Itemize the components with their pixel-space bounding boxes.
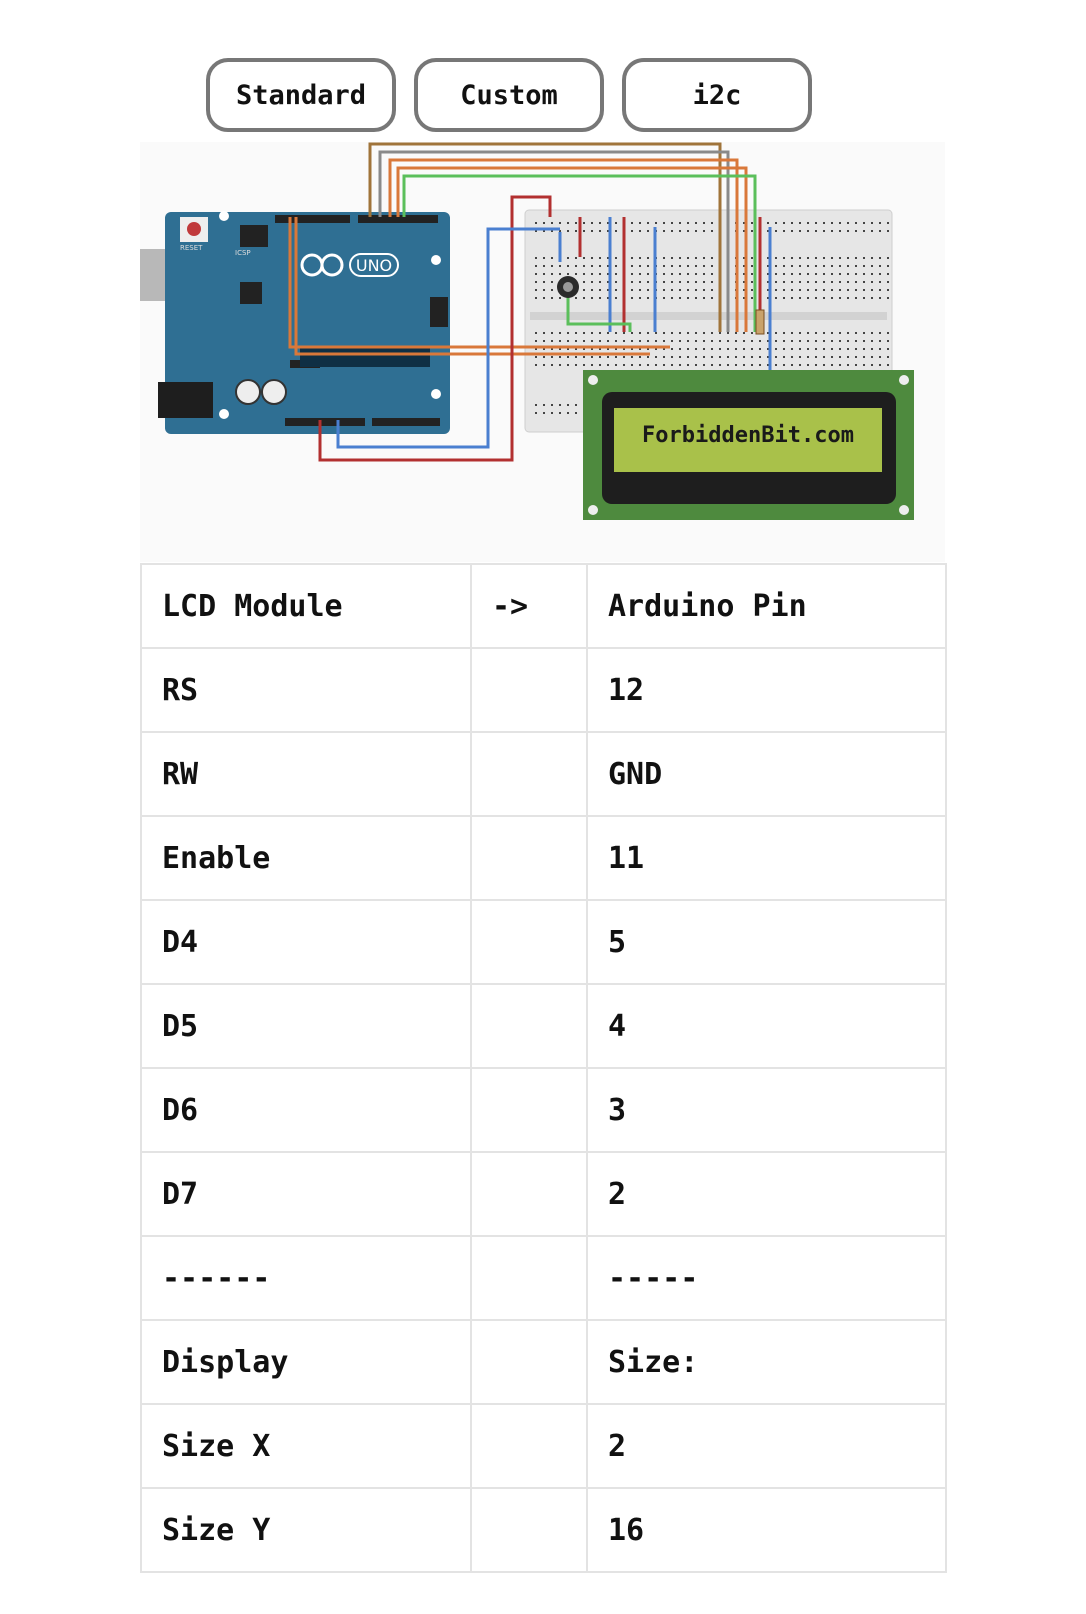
table-cell: 3 xyxy=(586,1067,947,1153)
table-cell: 2 xyxy=(586,1151,947,1237)
lcd-module: ForbiddenBit.com xyxy=(583,370,914,520)
lcd-text: ForbiddenBit.com xyxy=(642,423,854,448)
wiring-diagram: RESET ICSP UNO xyxy=(140,142,945,562)
reset-label: RESET xyxy=(180,244,203,252)
tab-standard[interactable]: Standard xyxy=(206,58,396,132)
board-label: UNO xyxy=(356,256,392,275)
table-row: D6 3 xyxy=(140,1067,947,1153)
table-cell: 4 xyxy=(586,983,947,1069)
table-cell xyxy=(470,1403,588,1489)
table-row: D5 4 xyxy=(140,983,947,1069)
table-cell xyxy=(470,1235,588,1321)
table-cell xyxy=(470,731,588,817)
table-cell: 16 xyxy=(586,1487,947,1573)
arduino-board: RESET ICSP UNO xyxy=(140,211,450,434)
icsp-label: ICSP xyxy=(235,249,251,257)
table-cell: Size: xyxy=(586,1319,947,1405)
table-row: Size Y 16 xyxy=(140,1487,947,1573)
table-cell: 5 xyxy=(586,899,947,985)
arduino-logo-icon: UNO xyxy=(300,253,399,277)
table-cell: 11 xyxy=(586,815,947,901)
tab-bar: Standard Custom i2c xyxy=(206,58,812,132)
table-cell: D7 xyxy=(140,1151,472,1237)
table-row: D7 2 xyxy=(140,1151,947,1237)
table-cell: Enable xyxy=(140,815,472,901)
table-row: Enable 11 xyxy=(140,815,947,901)
table-cell xyxy=(470,1487,588,1573)
table-row: RW GND xyxy=(140,731,947,817)
table-cell: ----- xyxy=(586,1235,947,1321)
pin-mapping-table: LCD Module -> Arduino Pin RS 12 RW GND E… xyxy=(140,563,947,1573)
tab-custom[interactable]: Custom xyxy=(414,58,604,132)
table-cell: 2 xyxy=(586,1403,947,1489)
tab-i2c[interactable]: i2c xyxy=(622,58,812,132)
table-cell: Size X xyxy=(140,1403,472,1489)
table-cell xyxy=(470,815,588,901)
table-cell: D5 xyxy=(140,983,472,1069)
table-row: D4 5 xyxy=(140,899,947,985)
table-cell: GND xyxy=(586,731,947,817)
table-cell: RW xyxy=(140,731,472,817)
table-cell: 12 xyxy=(586,647,947,733)
table-cell xyxy=(470,1067,588,1153)
table-cell xyxy=(470,647,588,733)
table-cell: Display xyxy=(140,1319,472,1405)
table-cell: ------ xyxy=(140,1235,472,1321)
table-cell: Size Y xyxy=(140,1487,472,1573)
table-row: RS 12 xyxy=(140,647,947,733)
table-cell xyxy=(470,899,588,985)
potentiometer-icon xyxy=(557,276,579,298)
table-header-row: LCD Module -> Arduino Pin xyxy=(140,563,947,649)
table-row: Display Size: xyxy=(140,1319,947,1405)
resistor-icon xyxy=(755,309,765,335)
table-cell: RS xyxy=(140,647,472,733)
table-row: ------ ----- xyxy=(140,1235,947,1321)
table-cell xyxy=(470,983,588,1069)
header-lcd-module: LCD Module xyxy=(140,563,472,649)
table-cell xyxy=(470,1319,588,1405)
wires xyxy=(288,142,772,462)
table-row: Size X 2 xyxy=(140,1403,947,1489)
header-arduino-pin: Arduino Pin xyxy=(586,563,947,649)
table-cell: D6 xyxy=(140,1067,472,1153)
table-cell xyxy=(470,1151,588,1237)
table-cell: D4 xyxy=(140,899,472,985)
header-arrow: -> xyxy=(470,563,588,649)
